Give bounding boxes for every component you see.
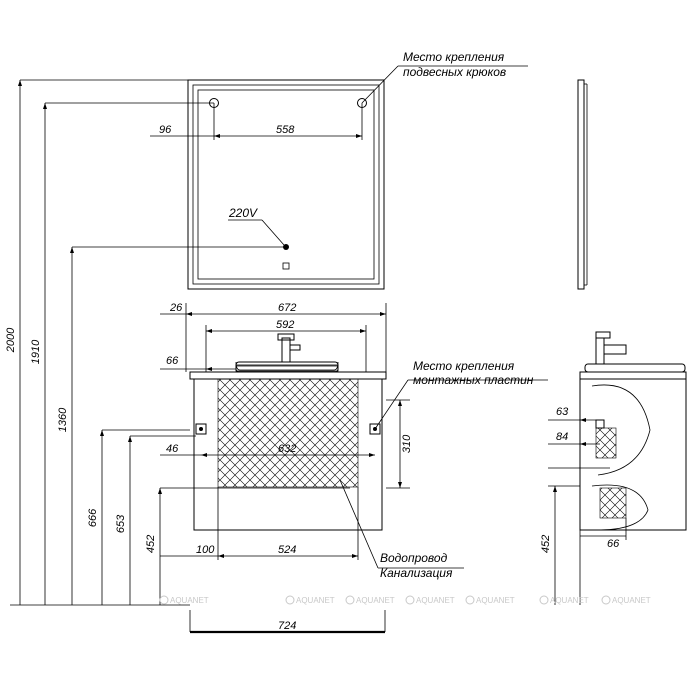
- vanity-width-dimensions: 26 672 592 66 46 632 310 100 524: [160, 302, 413, 560]
- watermark-7: AQUANET: [612, 596, 651, 605]
- dim-63: 63: [556, 406, 569, 418]
- switch-icon: [282, 262, 290, 270]
- watermark-row: AQUANET AQUANET AQUANET AQUANET AQUANET …: [159, 595, 651, 605]
- dim-66: 66: [166, 355, 179, 367]
- faucet-icon: [277, 333, 301, 363]
- dim-524: 524: [278, 544, 296, 556]
- pipes-callout: Водопровод Канализация: [339, 479, 464, 580]
- dim-632: 632: [278, 443, 296, 455]
- vanity-front: [189, 333, 387, 531]
- watermark-2: AQUANET: [296, 596, 335, 605]
- hooks-label-2: подвесных крюков: [403, 65, 506, 79]
- mirror-hook-dimensions: 96 558: [150, 103, 363, 140]
- basin-side: [584, 363, 686, 373]
- faucet-side-icon: [595, 331, 627, 365]
- dim-26: 26: [169, 302, 183, 314]
- power-label: 220V: [228, 206, 258, 220]
- dim-1910: 1910: [30, 339, 42, 364]
- mounting-plate-left-icon: [195, 423, 207, 435]
- dim-side-452: 452: [540, 535, 552, 553]
- vertical-dimensions: 2000 1910 1360 666 653 452: [5, 80, 350, 606]
- dim-558: 558: [276, 124, 295, 136]
- watermark-4: AQUANET: [416, 596, 455, 605]
- plates-callout: Место крепления монтажных пластин: [374, 359, 548, 430]
- mirror-front: [187, 79, 385, 290]
- dim-310: 310: [401, 434, 413, 453]
- power-callout: 220V: [228, 206, 285, 246]
- dim-653: 653: [115, 514, 127, 533]
- dim-452: 452: [145, 535, 157, 553]
- mirror-side: [577, 79, 588, 290]
- watermark-3: AQUANET: [356, 596, 395, 605]
- dim-666: 666: [87, 508, 99, 527]
- plates-label-2: монтажных пластин: [413, 373, 534, 387]
- dim-1360: 1360: [57, 407, 69, 432]
- side-dimensions: 63 84 452 66: [540, 406, 627, 605]
- hooks-label-1: Место крепления: [403, 50, 505, 64]
- dim-592: 592: [276, 319, 294, 331]
- dim-46: 46: [166, 443, 179, 455]
- watermark-1: AQUANET: [170, 596, 209, 605]
- dim-100: 100: [196, 544, 215, 556]
- dim-96: 96: [159, 124, 172, 136]
- base-width-dimension: 724: [189, 610, 386, 634]
- plates-label-1: Место крепления: [413, 359, 515, 373]
- pipes-label-2: Канализация: [380, 566, 453, 580]
- dim-side-66: 66: [607, 538, 620, 550]
- pipes-label-1: Водопровод: [380, 551, 448, 565]
- service-zone: [217, 378, 359, 488]
- dim-724: 724: [278, 620, 296, 632]
- vanity-side: [579, 331, 687, 531]
- watermark-5: AQUANET: [476, 596, 515, 605]
- watermark-6: AQUANET: [550, 596, 589, 605]
- basin-base: [235, 361, 339, 373]
- dim-84: 84: [556, 431, 568, 443]
- dim-2000: 2000: [5, 327, 17, 353]
- dim-672: 672: [278, 302, 296, 314]
- hooks-callout: Место крепления подвесных крюков: [361, 50, 528, 104]
